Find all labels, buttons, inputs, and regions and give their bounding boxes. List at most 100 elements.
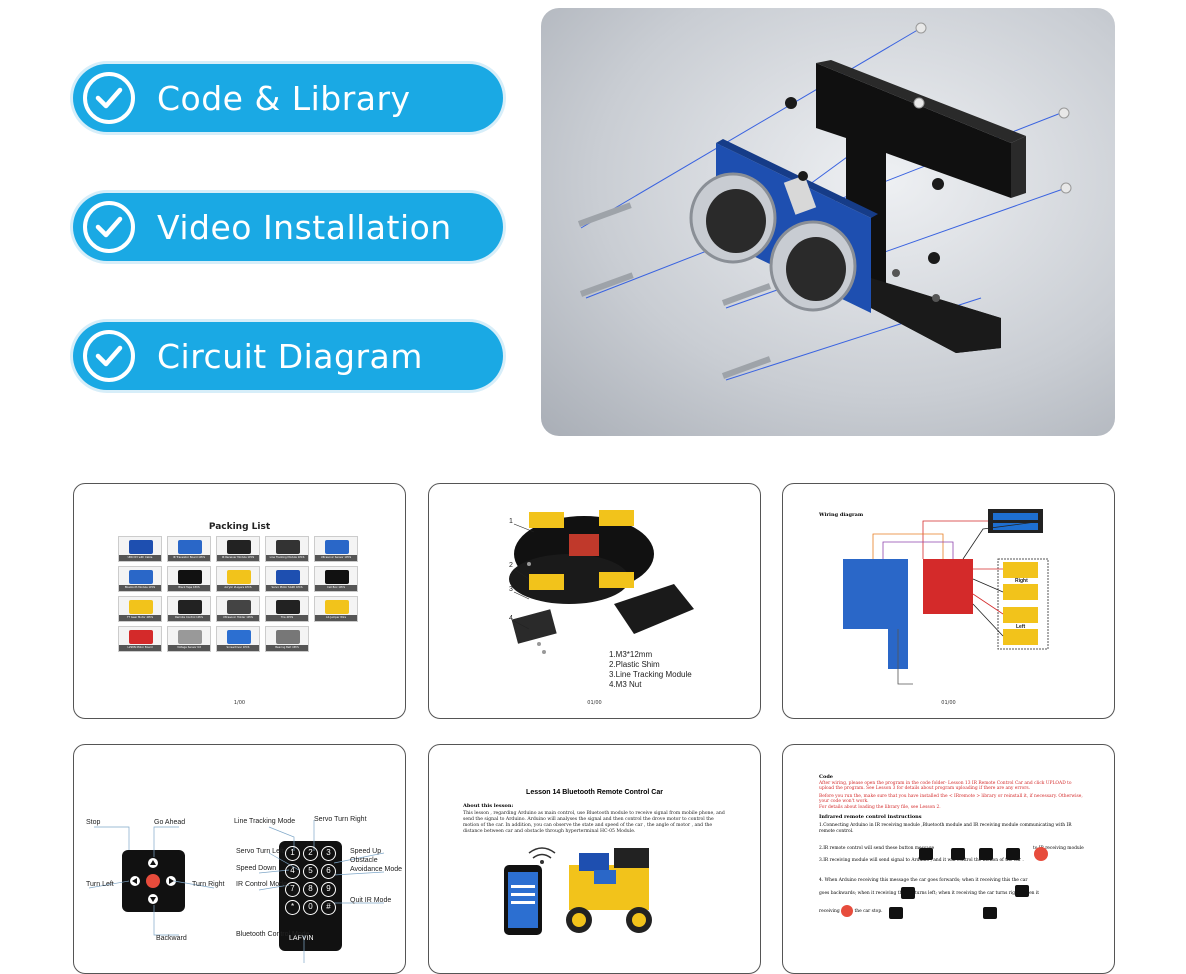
packing-item-label: IR Receiver Module 1PCS [217,555,259,561]
label-servo-right: Servo Turn Right [314,816,367,823]
packing-item-image [227,600,251,614]
page-number: 01/00 [941,700,956,706]
packing-item-image [325,570,349,584]
code-subheading: Infrared remote control instructions [819,813,922,820]
packing-item: Bluetooth Module 1PCS [118,566,162,592]
code-line-6b: the car stop. [854,908,883,914]
keypad-key: 8 [303,882,318,897]
wifi-icon [528,847,556,859]
left-motors-label: Left [1016,624,1026,630]
packing-item-image [227,570,251,584]
right-motors-label: Right [1015,578,1028,584]
code-line-2: 2.IR remote control will send these butt… [819,846,935,852]
lesson-title: Lesson 14 Bluetooth Remote Control Car [526,789,663,796]
feature-pill-circuit-diagram: Circuit Diagram [73,322,503,390]
bluetooth-car-illustration [504,847,652,935]
keypad-key: 5 [303,864,318,879]
label-bluetooth: Bluetooth Control Mode [236,931,310,938]
packing-item: IR Receiver Module 1PCS [216,536,260,562]
manual-page-wiring-diagram: Wiring diagram Right Left 01/00 [782,483,1115,719]
packing-item: Ultrasonic Holder 1PCS [216,596,260,622]
keypad-key: 2 [303,846,318,861]
packing-item-image [178,630,202,644]
manual-page-lesson-14: Lesson 14 Bluetooth Remote Control Car A… [428,744,761,974]
packing-item-image [325,600,349,614]
ultrasonic-exploded-render [541,8,1115,436]
packing-item: Black Tape 1PCS [167,566,211,592]
packing-item-image [129,600,153,614]
code-red-note-1: After wiring, please open the program in… [819,780,1072,792]
manual-page-code: Code After wiring, please open the progr… [782,744,1115,974]
packing-item: Tire 4PCS [265,596,309,622]
code-line-1: 1.Connecting Arduino in IR receiving mod… [819,823,1072,834]
callout-1: 1 [509,518,513,525]
label-quit-ir: Quit IR Mode [350,897,392,904]
part-2: 2.Plastic Shim [609,660,660,669]
label-turn-right: Turn Right [192,881,225,888]
packing-item-image [276,540,300,554]
packing-item-label: Acrylic 2Layers 1PCS [217,585,259,591]
packing-item: Ab Jumper Wire [314,596,358,622]
packing-item-image [325,540,349,554]
packing-item: Screwdriver 1PCS [216,626,260,652]
packing-item-image [276,630,300,644]
keypad-key: 1 [285,846,300,861]
code-red-note-2: Before you run the, make sure that you h… [819,793,1083,805]
keypad-key: 7 [285,882,300,897]
packing-item-label: Bluetooth Module 1PCS [119,585,161,591]
code-line-5b: the car turns left; when it receiving [897,891,977,897]
label-ir-control: IR Control Mode [236,881,287,888]
packing-item: TT Gear Motor 4PCS [118,596,162,622]
keypad-key: 3 [321,846,336,861]
packing-item-label: TT Gear Motor 4PCS [119,615,161,621]
feature-label: Code & Library [157,78,411,118]
exploded-view-illustration [577,22,1072,381]
packing-item-label: Ultrasonic Holder 1PCS [217,615,259,621]
packing-item-label: L298N Motor Board [119,645,161,651]
callout-4: 4 [509,615,513,622]
feature-label: Circuit Diagram [157,336,423,376]
packing-item: Servo Motor SG90 1PCS [265,566,309,592]
packing-item-image [129,630,153,644]
packing-item: L298N Motor Board [118,626,162,652]
packing-item-label: Tire 4PCS [266,615,308,621]
packing-item-image [178,600,202,614]
check-circle-icon [83,330,135,382]
packing-item-image [276,570,300,584]
packing-item-image [129,570,153,584]
code-line-4: 4. When Arduino receiving this message [819,877,909,883]
packing-item: UNO R3 with Cable [118,536,162,562]
chassis-assembly-illustration [509,510,694,654]
packing-item: Remote Control 1PCS [167,596,211,622]
label-go-ahead: Go Ahead [154,819,186,826]
packing-item-label: Cell Box 1PCS [315,585,357,591]
packing-item-label: Screwdriver 1PCS [217,645,259,651]
check-circle-icon [83,72,135,124]
keypad-key: 6 [321,864,336,879]
page-number: 01/00 [587,700,602,706]
check-circle-icon [83,201,135,253]
code-line-2b: to IR receiving module [1032,846,1084,852]
packing-item: Voltage Sensor Kit [167,626,211,652]
keypad-key: * [285,900,300,915]
packing-item: Ultrasonic Sensor 1PCS [314,536,358,562]
label-avoidance: Avoidance Mode [350,866,403,873]
callout-3: 3 [509,586,513,593]
code-line-4c: the car [1011,877,1028,883]
code-line-4b: the car goes forwards; when it receiving… [910,877,1011,883]
label-backward: Backward [156,935,187,942]
label-turn-left: Turn Left [86,881,114,888]
wiring-diagram-illustration [843,509,1049,685]
label-speed-up: Speed Up [350,848,382,855]
code-line-3: 3.IR receiving module will send signal t… [819,857,1024,863]
lesson-about: About this lesson: [463,803,514,809]
keypad-key: # [321,900,336,915]
packing-item-image [227,630,251,644]
packing-item-label: Voltage Sensor Kit [168,645,210,651]
packing-item-label: UNO R3 with Cable [119,555,161,561]
packing-item-image [178,570,202,584]
wiring-title: Wiring diagram [819,512,864,518]
